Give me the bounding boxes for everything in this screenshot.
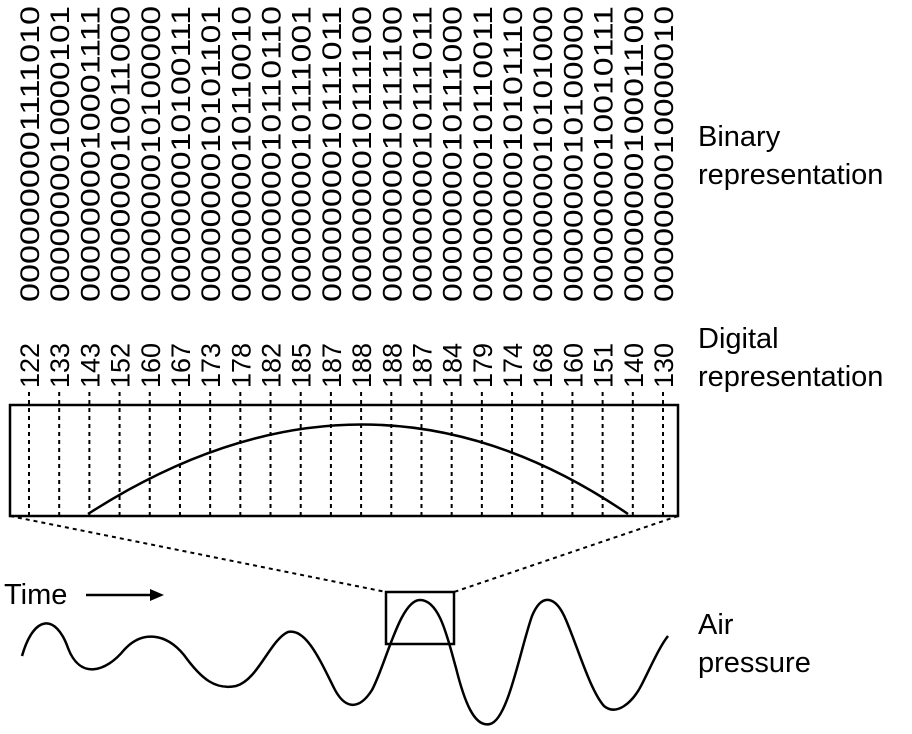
decimal-value: 187 bbox=[407, 343, 437, 388]
decimal-value: 151 bbox=[589, 343, 619, 388]
binary-label-line2: representation bbox=[698, 159, 884, 191]
sample-lines bbox=[28, 392, 664, 516]
zoom-guide-right bbox=[453, 515, 679, 593]
binary-value: 0000000010111011 bbox=[407, 6, 437, 302]
binary-value: 0000000010000101 bbox=[45, 6, 75, 302]
decimal-value: 179 bbox=[468, 343, 498, 388]
binary-value: 0000000010100000 bbox=[136, 6, 166, 302]
binary-value: 0000000010001100 bbox=[619, 6, 649, 302]
air-label-line2: pressure bbox=[698, 647, 811, 679]
decimal-value: 152 bbox=[106, 343, 136, 388]
digital-label-line1: Digital bbox=[698, 323, 779, 355]
binary-value: 0000000001111010 bbox=[15, 6, 45, 302]
binary-value: 0000000010110010 bbox=[226, 6, 256, 302]
binary-value: 0000000010110110 bbox=[257, 6, 287, 302]
binary-value: 0000000010101000 bbox=[528, 6, 558, 302]
binary-value: 0000000010110011 bbox=[468, 6, 498, 302]
decimal-value: 160 bbox=[136, 343, 166, 388]
selection-box bbox=[384, 590, 456, 646]
binary-value: 0000000010101101 bbox=[196, 6, 226, 302]
decimal-value: 188 bbox=[347, 343, 377, 388]
decimal-value: 182 bbox=[257, 343, 287, 388]
zoomed-waveform bbox=[87, 423, 629, 516]
binary-value: 0000000010000010 bbox=[649, 6, 679, 302]
binary-value: 0000000010111100 bbox=[347, 6, 377, 302]
time-label: Time bbox=[4, 579, 68, 611]
air-label-line1: Air bbox=[698, 609, 734, 641]
decimal-value: 187 bbox=[317, 343, 347, 388]
binary-value: 0000000010101110 bbox=[498, 6, 528, 302]
binary-label: Binary representation bbox=[698, 118, 883, 194]
air-pressure-waveform bbox=[20, 598, 669, 726]
decimal-value: 130 bbox=[649, 343, 679, 388]
decimal-value: 188 bbox=[377, 343, 407, 388]
binary-label-line1: Binary bbox=[698, 121, 781, 153]
binary-value: 0000000010111000 bbox=[438, 6, 468, 302]
binary-value: 0000000010111001 bbox=[287, 6, 317, 302]
decimal-value: 122 bbox=[15, 343, 45, 388]
binary-value: 0000000010010111 bbox=[589, 6, 619, 302]
decimal-value: 185 bbox=[287, 343, 317, 388]
binary-value: 0000000010011000 bbox=[106, 6, 136, 302]
decimal-value: 143 bbox=[75, 343, 105, 388]
decimal-value: 178 bbox=[226, 343, 256, 388]
decimal-value: 160 bbox=[558, 343, 588, 388]
binary-value: 0000000010100000 bbox=[558, 6, 588, 302]
binary-value: 0000000010100111 bbox=[166, 6, 196, 302]
decimal-value: 173 bbox=[196, 343, 226, 388]
digital-label: Digital representation bbox=[698, 320, 883, 396]
decimal-value: 167 bbox=[166, 343, 196, 388]
digital-label-line2: representation bbox=[698, 361, 884, 393]
time-arrow-head bbox=[150, 589, 164, 601]
decimal-value: 168 bbox=[528, 343, 558, 388]
binary-value: 0000000010111100 bbox=[377, 6, 407, 302]
decimal-value: 133 bbox=[45, 343, 75, 388]
decimal-value: 174 bbox=[498, 343, 528, 388]
decimal-value: 184 bbox=[438, 343, 468, 388]
air-pressure-label: Air pressure bbox=[698, 606, 811, 682]
binary-value: 0000000010001111 bbox=[75, 6, 105, 302]
binary-value: 0000000010111011 bbox=[317, 6, 347, 302]
decimal-value: 140 bbox=[619, 343, 649, 388]
zoom-panel bbox=[8, 403, 680, 518]
